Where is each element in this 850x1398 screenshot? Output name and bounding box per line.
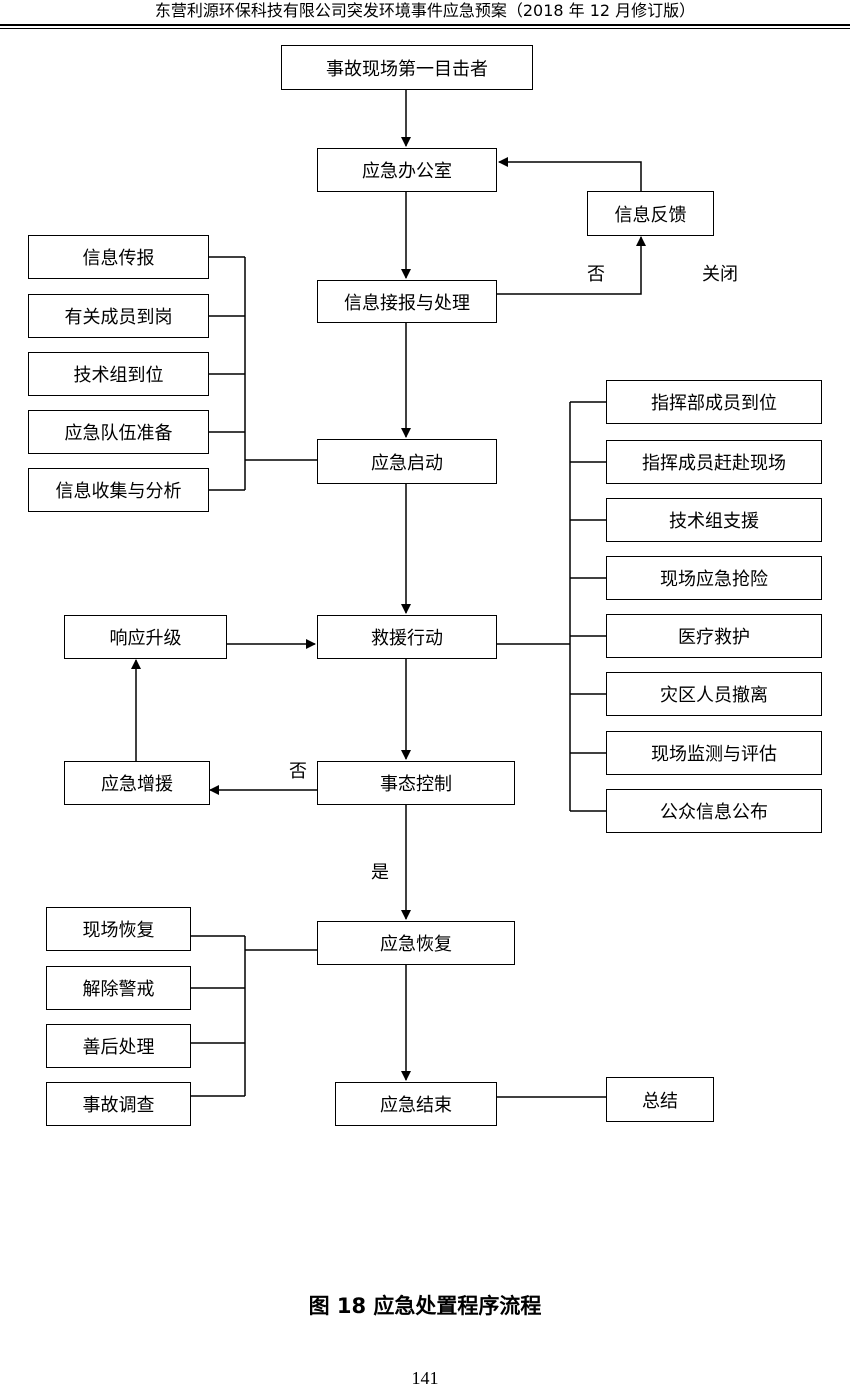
- node-situation-control: 事态控制: [317, 761, 515, 805]
- start-item: 有关成员到岗: [28, 294, 209, 338]
- recovery-item: 善后处理: [46, 1024, 191, 1068]
- label-yes: 是: [371, 862, 389, 883]
- start-item: 信息收集与分析: [28, 468, 209, 512]
- node-info-feedback: 信息反馈: [587, 191, 714, 236]
- node-witness: 事故现场第一目击者: [281, 45, 533, 90]
- node-summary: 总结: [606, 1077, 714, 1122]
- rescue-item: 公众信息公布: [606, 789, 822, 833]
- start-item: 信息传报: [28, 235, 209, 279]
- node-rescue-action: 救援行动: [317, 615, 497, 659]
- recovery-item: 解除警戒: [46, 966, 191, 1010]
- rescue-item: 现场应急抢险: [606, 556, 822, 600]
- page-number: 141: [411, 1368, 439, 1388]
- rescue-item: 技术组支援: [606, 498, 822, 542]
- node-emergency-reinforce: 应急增援: [64, 761, 210, 805]
- rescue-item: 指挥部成员到位: [606, 380, 822, 424]
- arrow-receive-to-feedback: [497, 236, 646, 295]
- recovery-item: 事故调查: [46, 1082, 191, 1126]
- figure-caption: 图 18 应急处置程序流程: [308, 1294, 542, 1318]
- node-emergency-start: 应急启动: [317, 439, 497, 484]
- label-close: 关闭: [702, 264, 738, 285]
- rescue-item: 指挥成员赶赴现场: [606, 440, 822, 484]
- rescue-item: 现场监测与评估: [606, 731, 822, 775]
- recovery-item: 现场恢复: [46, 907, 191, 951]
- node-emergency-recovery: 应急恢复: [317, 921, 515, 965]
- node-emergency-end: 应急结束: [335, 1082, 497, 1126]
- document-header: 东营利源环保科技有限公司突发环境事件应急预案（2018 年 12 月修订版）: [154, 1, 696, 20]
- start-item: 应急队伍准备: [28, 410, 209, 454]
- rescue-item: 灾区人员撤离: [606, 672, 822, 716]
- label-no-control: 否: [289, 761, 307, 782]
- header-rule: [0, 24, 850, 26]
- node-emergency-office: 应急办公室: [317, 148, 497, 192]
- rescue-item: 医疗救护: [606, 614, 822, 658]
- header-rule-thin: [0, 28, 850, 29]
- node-info-receive: 信息接报与处理: [317, 280, 497, 323]
- start-item: 技术组到位: [28, 352, 209, 396]
- arrow-feedback-to-office: [498, 157, 642, 191]
- label-no-feedback: 否: [587, 264, 605, 285]
- node-response-upgrade: 响应升级: [64, 615, 227, 659]
